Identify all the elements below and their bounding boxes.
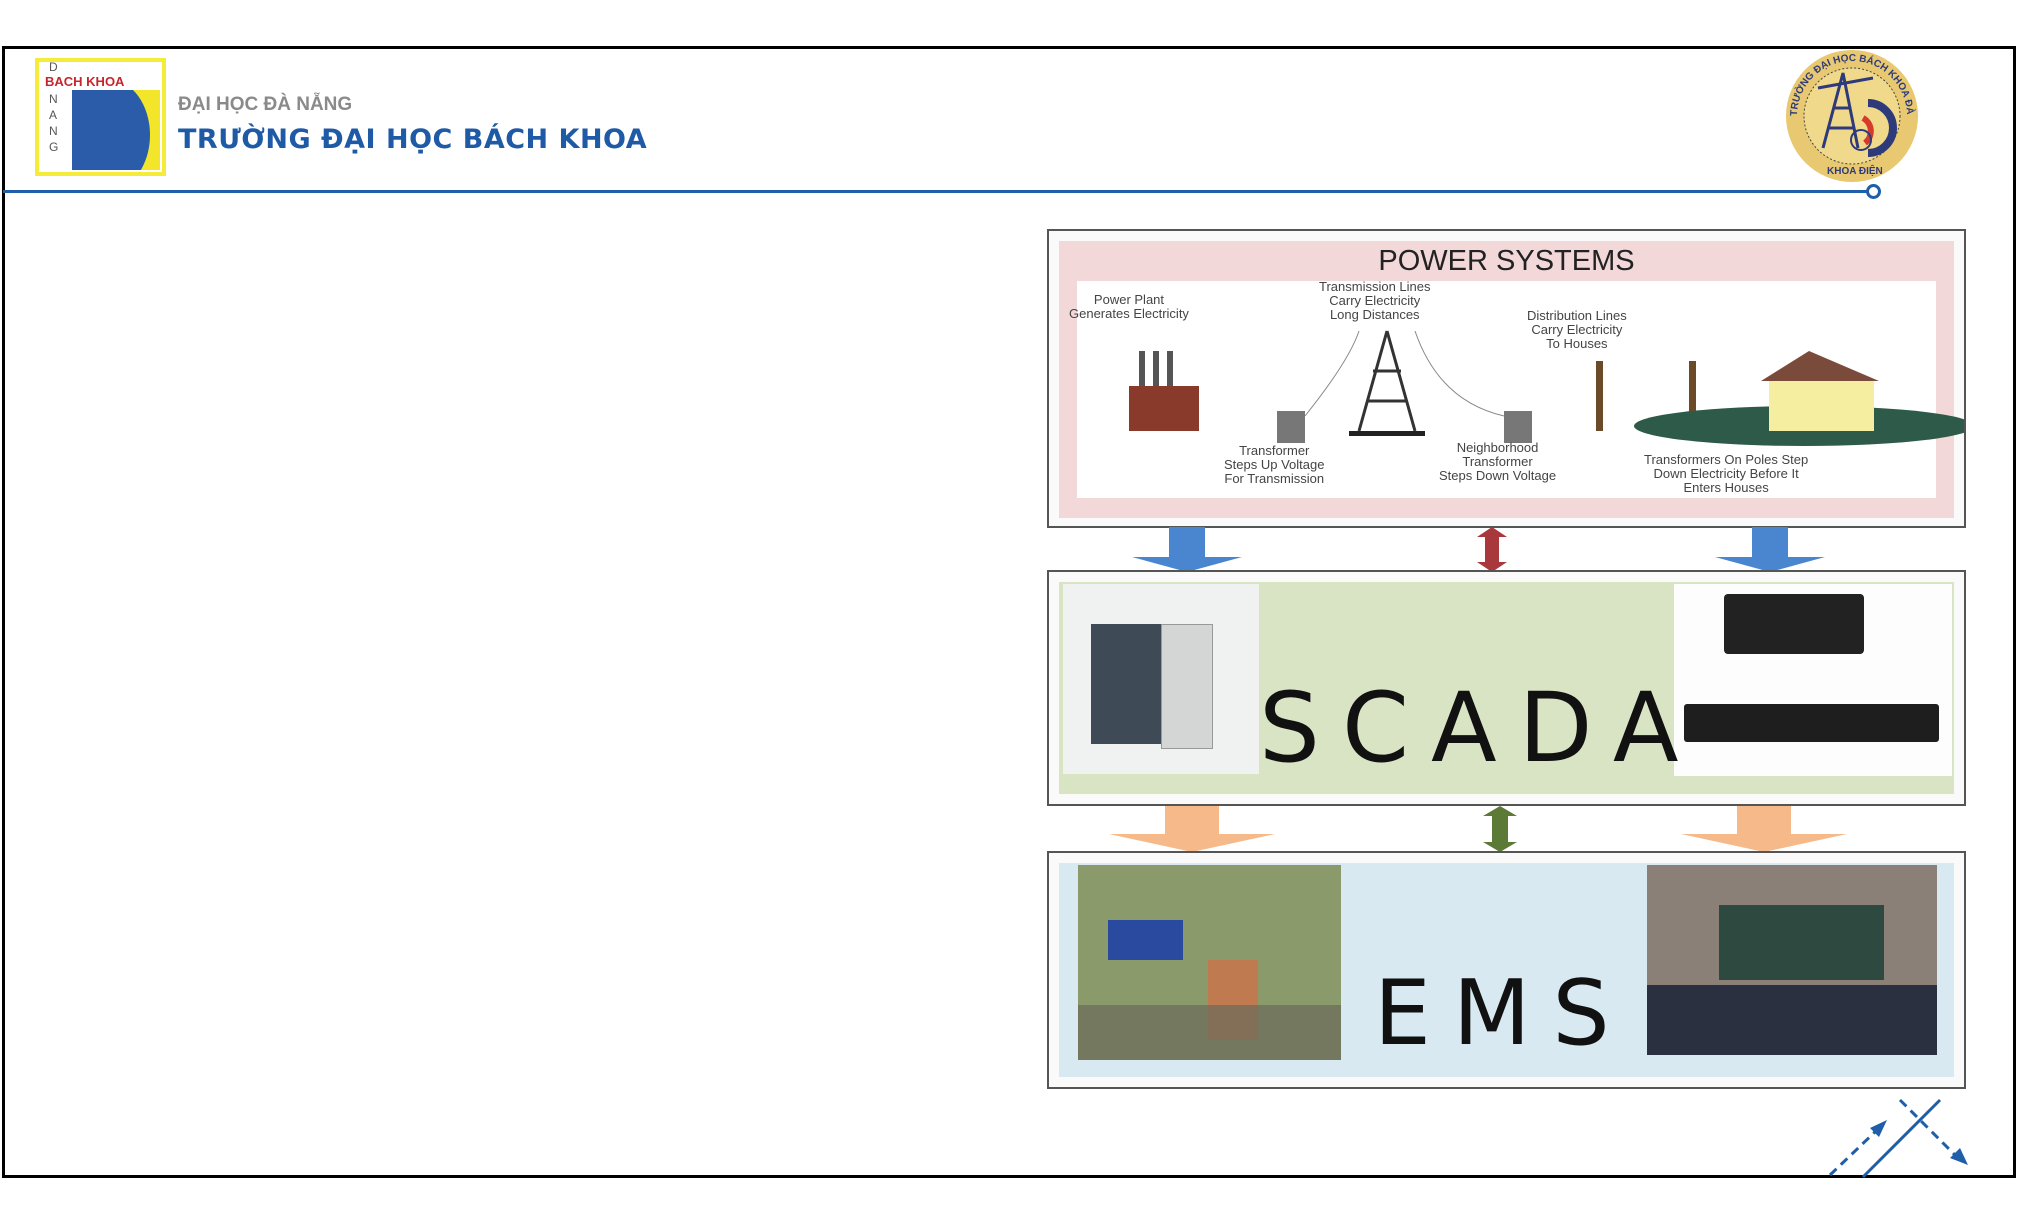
logo-letter: A: [49, 108, 58, 122]
power-systems-panel: POWER SYSTEMS Power Plant Generates Elec…: [1047, 229, 1966, 528]
ems-panel: EMS: [1047, 851, 1966, 1089]
logo-letter: N: [49, 124, 58, 138]
label-transmission-lines: Transmission Lines Carry Electricity Lon…: [1319, 279, 1431, 322]
power-scada-arrows: [1132, 527, 1825, 572]
control-room-image-2: [1647, 865, 1937, 1055]
logo-letter: D: [49, 60, 58, 74]
svg-text:KHOA ĐIỆN: KHOA ĐIỆN: [1827, 164, 1883, 177]
bidirectional-arrow-green: [1483, 806, 1517, 852]
logo-text: BACH KHOA: [45, 74, 125, 89]
label-neighborhood-transformer: Neighborhood Transformer Steps Down Volt…: [1439, 440, 1557, 483]
ems-title: EMS: [1374, 961, 1632, 1066]
label-power-plant: Power Plant Generates Electricity: [1069, 292, 1189, 321]
label-step-up-transformer: Transformer Steps Up Voltage For Transmi…: [1224, 443, 1325, 486]
label-distribution-lines: Distribution Lines Carry Electricity To …: [1527, 308, 1627, 351]
power-systems-title: POWER SYSTEMS: [1378, 245, 1635, 277]
down-arrow-orange: [1681, 806, 1847, 852]
corner-decoration-arrows: [1828, 1098, 1968, 1179]
down-arrow-blue: [1715, 527, 1825, 572]
logo-letter: N: [49, 92, 58, 106]
bidirectional-arrow-red: [1477, 527, 1507, 572]
header-divider: [3, 190, 1869, 193]
down-arrow-blue: [1132, 527, 1242, 572]
logo-letter: G: [49, 140, 59, 154]
rtu-cabinet-image: [1063, 584, 1259, 774]
scada-devices-image: [1674, 584, 1952, 776]
label-pole-transformers: Transformers On Poles Step Down Electric…: [1644, 452, 1809, 495]
down-arrow-orange: [1109, 806, 1275, 852]
divider-end-circle: [1866, 184, 1881, 199]
power-grid-illustration: [1129, 330, 1964, 446]
scada-title: SCADA: [1259, 672, 1701, 784]
slide-frame: [2, 46, 2016, 1178]
bach-khoa-logo: BACH KHOA D N A N G: [35, 58, 166, 176]
school-name: TRƯỜNG ĐẠI HỌC BÁCH KHOA: [178, 124, 648, 155]
control-room-image-1: [1078, 865, 1341, 1060]
university-name: ĐẠI HỌC ĐÀ NẴNG: [178, 94, 353, 115]
khoa-dien-seal: TRƯỜNG ĐẠI HỌC BÁCH KHOA ĐÀ NẴNG KHOA ĐI…: [1783, 48, 1918, 182]
scada-ems-arrows: [1109, 806, 1847, 852]
scada-panel: SCADA: [1047, 570, 1966, 806]
